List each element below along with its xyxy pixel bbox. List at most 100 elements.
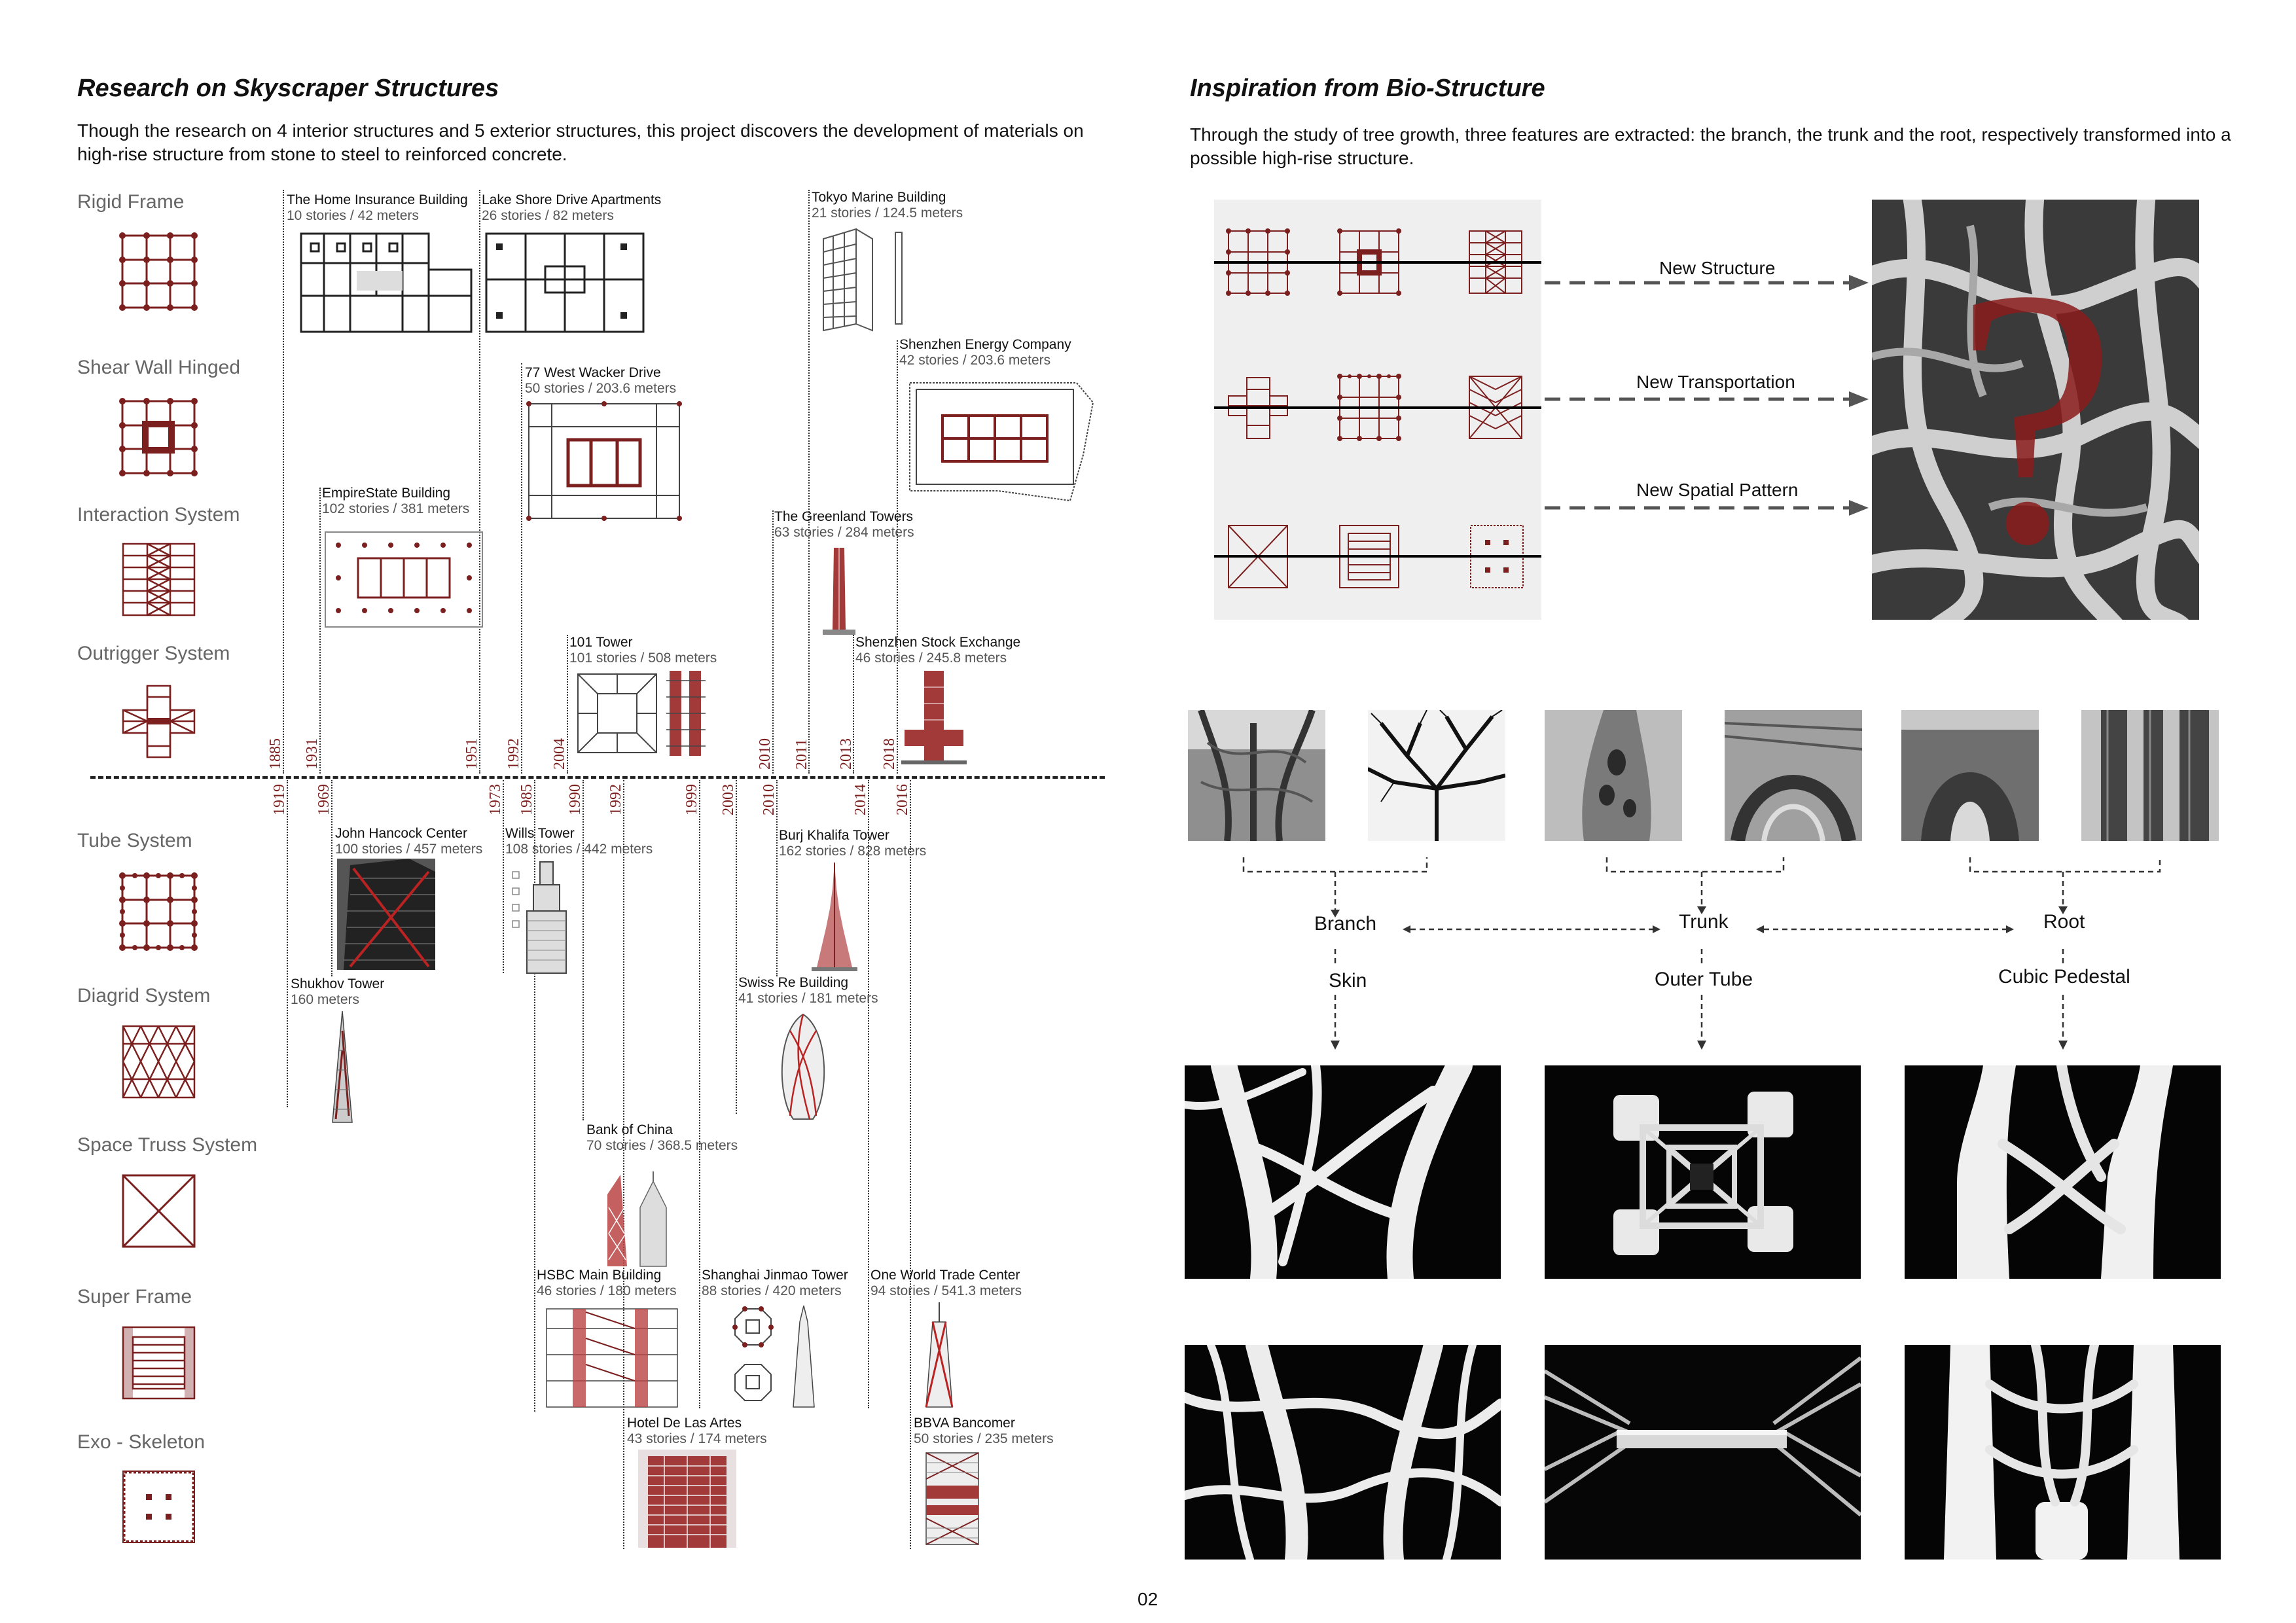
outrigger-system-icon (122, 685, 196, 758)
model-photo-pedestal-1 (1905, 1065, 2221, 1279)
year-label: 1999 (683, 784, 700, 815)
building-stats: 10 stories / 42 meters (287, 208, 419, 223)
model-photo-tube-1 (1545, 1065, 1861, 1279)
building-stats: 101 stories / 508 meters (569, 651, 717, 666)
year-label: 1885 (267, 738, 284, 770)
timeline-marker-1999 (699, 780, 700, 1408)
building-stats: 88 stories / 420 meters (702, 1283, 842, 1298)
building-name: HSBC Main Building (537, 1268, 662, 1283)
empire-state-plan-drawing (325, 531, 483, 628)
outcome-skin: Skin (1329, 970, 1367, 991)
timeline-marker-1931 (319, 488, 321, 774)
year-label: 2011 (793, 738, 810, 770)
rigid-frame-grid-icon (119, 232, 198, 311)
type-label-exo-skeleton: Exo - Skeleton (77, 1431, 206, 1453)
building-stats: 26 stories / 82 meters (482, 208, 614, 223)
timeline-marker-1951 (479, 190, 480, 774)
type-label-tube: Tube System (77, 830, 192, 851)
timeline-marker-2010b (776, 780, 778, 976)
building-bbva: BBVA Bancomer 50 stories / 235 meters (914, 1416, 1054, 1447)
year-label: 2003 (720, 784, 737, 815)
type-label-rigid-frame: Rigid Frame (77, 191, 185, 213)
building-stats: 46 stories / 245.8 meters (855, 651, 1007, 666)
building-stats: 42 stories / 203.6 meters (899, 353, 1051, 368)
building-name: Wills Tower (505, 826, 575, 841)
tree-photo-branch-2 (1368, 710, 1505, 841)
shenzhen-energy-plan-drawing (909, 382, 1094, 502)
arrow-label-new-spatial-pattern: New Spatial Pattern (1636, 480, 1799, 500)
building-name: EmpireState Building (322, 486, 451, 501)
question-mark-roots-image: ? (1872, 200, 2199, 620)
101-tower-drawing (577, 671, 706, 756)
year-label: 1985 (518, 784, 535, 815)
year-label: 2016 (894, 784, 911, 815)
lake-shore-plan-drawing (485, 232, 645, 333)
timeline-marker-2010a (772, 510, 774, 774)
feature-root: Root (2043, 911, 2085, 933)
building-name: Burj Khalifa Tower (779, 828, 889, 843)
tube-system-icon (119, 872, 198, 951)
timeline-marker-1990 (583, 780, 584, 1120)
right-title: Inspiration from Bio-Structure (1190, 75, 1545, 102)
year-label: 2010 (761, 784, 778, 815)
model-photo-tube-2 (1545, 1345, 1861, 1560)
wills-tower-drawing (512, 861, 567, 974)
timeline-marker-2013 (853, 635, 854, 774)
outcome-cubic-pedestal: Cubic Pedestal (1998, 966, 2130, 988)
building-one-wtc: One World Trade Center 94 stories / 541.… (870, 1268, 1022, 1299)
tree-photo-root-2 (2081, 710, 2219, 841)
year-label: 2010 (757, 738, 774, 770)
building-shukhov: Shukhov Tower 160 meters (291, 976, 384, 1008)
year-label: 1919 (271, 784, 288, 815)
year-label: 2014 (852, 784, 869, 815)
building-name: Shenzhen Stock Exchange (855, 635, 1021, 650)
building-stats: 108 stories / 442 meters (505, 842, 653, 857)
timeline-marker-2004 (567, 635, 568, 774)
year-label: 2018 (881, 738, 898, 770)
building-name: BBVA Bancomer (914, 1416, 1015, 1431)
building-stats: 70 stories / 368.5 meters (586, 1138, 738, 1153)
building-tokyo-marine: Tokyo Marine Building 21 stories / 124.5… (812, 190, 963, 221)
outcome-outer-tube: Outer Tube (1655, 969, 1753, 990)
timeline-marker-1919 (287, 780, 288, 1107)
building-name: Shukhov Tower (291, 976, 385, 991)
timeline-marker-1992b (623, 780, 624, 1549)
year-label: 1990 (567, 784, 584, 815)
feature-trunk: Trunk (1679, 911, 1729, 933)
right-intro: Through the study of tree growth, three … (1190, 124, 2231, 168)
building-name: Bank of China (586, 1122, 673, 1137)
building-name: The Greenland Towers (774, 509, 914, 524)
question-mark-icon: ? (1954, 214, 2117, 620)
interaction-system-icon (122, 543, 196, 616)
building-stats: 160 meters (291, 992, 360, 1007)
timeline-marker-1973 (503, 780, 504, 973)
77-west-wacker-plan-drawing (526, 401, 682, 521)
type-label-shear-wall: Shear Wall Hinged (77, 357, 241, 378)
year-label: 1992 (607, 784, 624, 815)
building-name: 101 Tower (569, 635, 633, 650)
exo-skeleton-icon (122, 1471, 195, 1543)
timeline-marker-1969 (331, 780, 332, 976)
timeline-marker-2014 (868, 780, 869, 1408)
left-title: Research on Skyscraper Structures (77, 75, 499, 102)
building-stats: 50 stories / 203.6 meters (525, 381, 677, 396)
page-number: 02 (1138, 1589, 1158, 1609)
swiss-re-drawing (781, 1013, 825, 1120)
building-stats: 100 stories / 457 meters (335, 842, 483, 857)
hsbc-section-drawing (546, 1308, 678, 1408)
building-swiss-re: Swiss Re Building 41 stories / 181 meter… (738, 975, 878, 1007)
shukhov-tower-drawing (332, 1011, 353, 1123)
building-stats: 50 stories / 235 meters (914, 1431, 1054, 1446)
timeline-marker-1992a (521, 363, 522, 774)
building-stats: 94 stories / 541.3 meters (870, 1283, 1022, 1298)
feature-branch: Branch (1314, 913, 1377, 935)
building-77-west-wacker: 77 West Wacker Drive 50 stories / 203.6 … (525, 365, 676, 397)
building-name: Lake Shore Drive Apartments (482, 192, 662, 207)
building-101-tower: 101 Tower 101 stories / 508 meters (569, 635, 717, 666)
building-burj-khalifa: Burj Khalifa Tower 162 stories / 828 met… (779, 828, 926, 859)
building-bank-of-china: Bank of China 70 stories / 368.5 meters (586, 1122, 738, 1154)
year-label: 1951 (463, 738, 480, 770)
building-shenzhen-energy: Shenzhen Energy Company 42 stories / 203… (899, 337, 1071, 368)
timeline-marker-2018 (897, 340, 898, 774)
timeline-marker-2016 (910, 780, 911, 1549)
